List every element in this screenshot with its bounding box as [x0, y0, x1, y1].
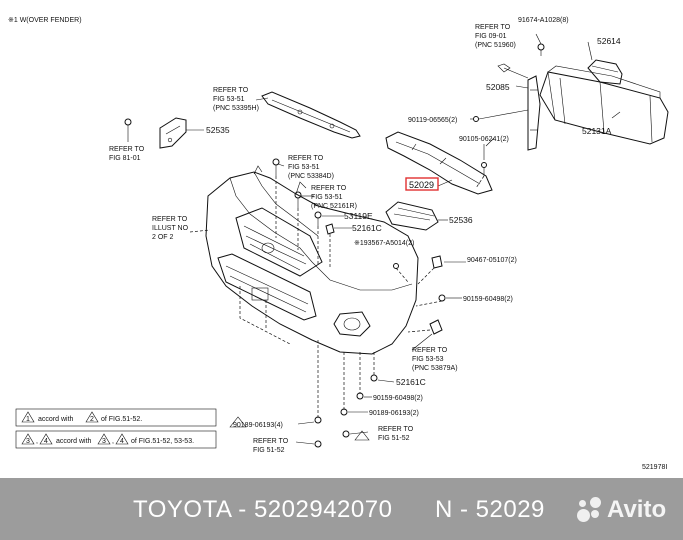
legend-row1-end: of FIG.51-52.	[101, 416, 142, 423]
svg-text:,: ,	[36, 438, 38, 445]
refer-fig-53-53-line1: REFER TO	[412, 347, 448, 354]
refer-fig-53-51-c-line1: REFER TO	[311, 185, 347, 192]
svg-text:,: ,	[112, 438, 114, 445]
refer-fig-09-01-line2: FIG 09-01	[475, 33, 507, 40]
refer-fig-81-01-line1: REFER TO	[109, 146, 145, 153]
refer-fig-53-51-b-line3: (PNC 53384D)	[288, 173, 334, 180]
legend-row1-mid: accord with	[38, 416, 74, 423]
part-number-90119: 90119-06565(2)	[408, 117, 457, 124]
refer-fig-09-01-line1: REFER TO	[475, 24, 511, 31]
part-number-53119e: 53119E	[344, 211, 373, 221]
part-number-52614: 52614	[597, 36, 621, 46]
legend-table: 1 accord with 2 of FIG.51-52. 3 , 4 acco…	[15, 408, 370, 449]
refer-fig-81-01-line2: FIG 81-01	[109, 155, 141, 162]
legend-row2-b: 4	[44, 438, 48, 445]
footer-bar: TOYOTA - 5202942070 N - 52029 Avito	[0, 478, 683, 540]
refer-fig-51-52-b-line1: REFER TO	[253, 438, 289, 445]
part-number-52161c-top: 52161C	[352, 223, 382, 233]
avito-watermark: Avito	[577, 496, 666, 524]
refer-fig-51-52-a-line2: FIG 51-52	[378, 435, 410, 442]
part-number-52535: 52535	[206, 125, 230, 135]
refer-fig-53-51-top-line3: (PNC 53395H)	[213, 105, 259, 112]
header-note: ※1 W(OVER FENDER)	[8, 17, 82, 24]
guide-lines	[189, 175, 485, 418]
refer-fig-53-51-b-line1: REFER TO	[288, 155, 324, 162]
part-number-90467: 90467-05107(2)	[467, 257, 517, 264]
refer-fig-53-51-c-line3: (PNC 52161R)	[311, 203, 357, 210]
legend-row2-c: 3	[102, 438, 106, 445]
refer-fig-53-53-line2: FIG 53-53	[412, 356, 444, 363]
legend-row2-d: 4	[120, 438, 124, 445]
refer-fig-53-51-top-line1: REFER TO	[213, 87, 249, 94]
legend-row1-b: 2	[90, 416, 94, 423]
diagram-id: 521978I	[642, 464, 667, 471]
avito-wordmark: Avito	[607, 496, 667, 523]
refer-fig-51-52-b-line2: FIG 51-52	[253, 447, 285, 454]
labels: REFER TO FIG 09-01 (PNC 51960) 91674-A10…	[109, 17, 667, 471]
part-number-52536: 52536	[449, 215, 473, 225]
part-number-52131a: 52131A	[582, 126, 612, 136]
part-number-91674: 91674-A1028(8)	[518, 17, 569, 24]
highlight-box-52029	[405, 177, 439, 191]
refer-illust-line3: 2 OF 2	[152, 234, 174, 241]
retainer-52029-drawing	[385, 131, 493, 195]
refer-illust-line2: ILLUST NO	[152, 225, 189, 232]
reference-number: N - 52029	[435, 496, 545, 523]
part-number-90189-left: 90189-06193(4)	[233, 422, 283, 429]
parts-diagram-svg: ※1 W(OVER FENDER)	[8, 17, 669, 471]
part-number-193567: ※193567-A5014(2)	[354, 240, 414, 247]
fasteners-drawing	[272, 158, 446, 448]
refer-fig-53-51-top-line2: FIG 53-51	[213, 96, 245, 103]
avito-logo-icon	[577, 497, 603, 523]
refer-fig-51-52-a-line1: REFER TO	[378, 426, 414, 433]
upper-bracket-drawing	[261, 91, 361, 139]
part-title: TOYOTA - 5202942070	[133, 496, 393, 523]
legend-row1-a: 1	[26, 416, 30, 423]
part-number-90159-b: 90159-60498(2)	[373, 395, 423, 402]
part-number-52161c-bottom: 52161C	[396, 377, 426, 387]
bumper-reinforcement-drawing	[473, 43, 669, 176]
refer-fig-53-51-b-line2: FIG 53-51	[288, 164, 320, 171]
refer-illust-line1: REFER TO	[152, 216, 188, 223]
part-number-90105: 90105-06241(2)	[459, 136, 509, 143]
front-bumper-cover-drawing	[205, 165, 419, 355]
side-bracket-52535-drawing	[124, 117, 187, 149]
refer-fig-09-01-line3: (PNC 51960)	[475, 42, 516, 49]
legend-row2-end: of FIG.51-52, 53-53.	[131, 438, 194, 445]
refer-fig-53-51-c-line2: FIG 53-51	[311, 194, 343, 201]
legend-row2-a: 3	[26, 438, 30, 445]
grille-insert-52536-drawing	[385, 201, 439, 231]
part-number-52085: 52085	[486, 82, 510, 92]
refer-fig-53-53-line3: (PNC 53879A)	[412, 365, 458, 372]
parts-diagram: ※1 W(OVER FENDER)	[8, 17, 669, 471]
part-number-90189-right: 90189-06193(2)	[369, 410, 419, 417]
part-number-52029: 52029	[409, 180, 434, 190]
part-number-90159-a: 90159-60498(2)	[463, 296, 513, 303]
legend-row2-mid: accord with	[56, 438, 92, 445]
leader-lines	[127, 33, 621, 445]
